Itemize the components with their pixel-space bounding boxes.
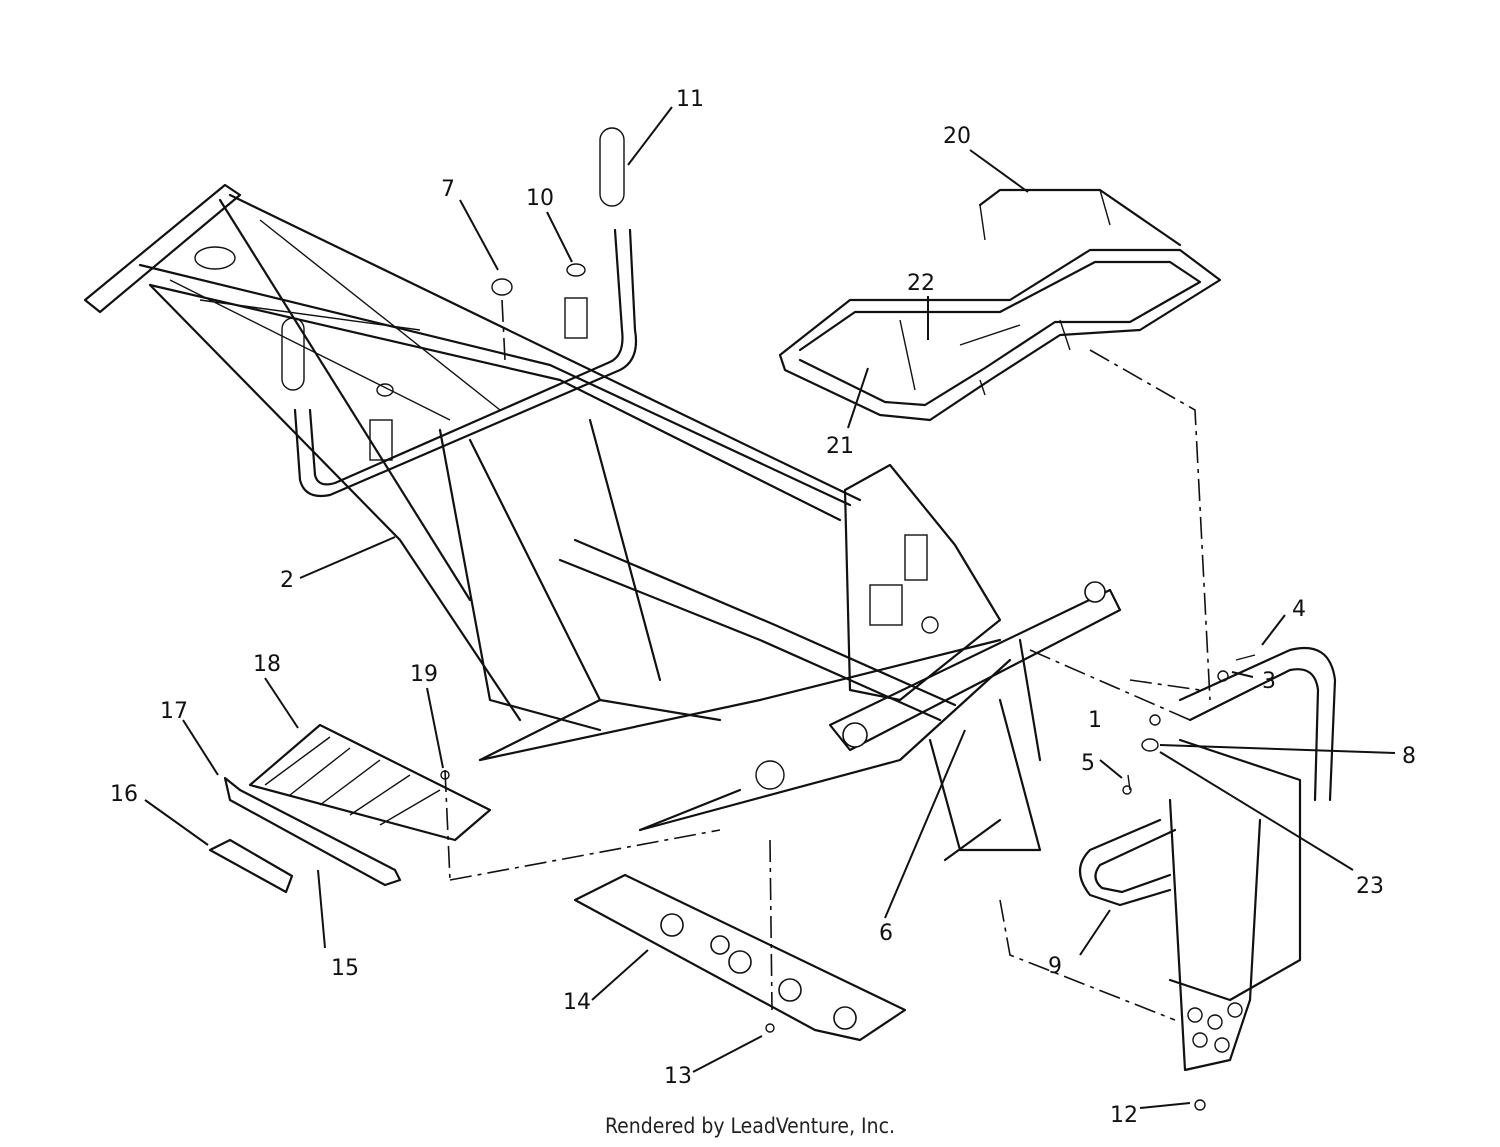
leader-lines [144, 106, 1396, 1109]
callout-1: 1 [1088, 708, 1102, 733]
hardware [440, 654, 1256, 1111]
callout-9: 9 [1048, 954, 1062, 979]
main-frame [83, 183, 1122, 862]
callout-13: 13 [664, 1064, 692, 1089]
callout-5: 5 [1081, 751, 1095, 776]
callout-2: 2 [280, 568, 294, 593]
callout-23: 23 [1356, 874, 1384, 899]
callout-7: 7 [441, 177, 455, 202]
callout-15: 15 [331, 956, 359, 981]
callout-11: 11 [676, 87, 704, 112]
callout-14: 14 [563, 990, 591, 1015]
render-credit: Rendered by LeadVenture, Inc. [605, 1114, 895, 1138]
mounting-lines [999, 349, 1211, 1021]
callout-21: 21 [826, 434, 854, 459]
callout-17: 17 [160, 699, 188, 724]
callout-22: 22 [907, 271, 935, 296]
callout-10: 10 [526, 186, 554, 211]
callout-labels: 1 2 3 4 5 6 7 8 9 10 11 12 13 14 15 16 1… [110, 87, 1416, 1128]
callout-6: 6 [879, 921, 893, 946]
callout-3: 3 [1262, 669, 1276, 694]
callout-16: 16 [110, 782, 138, 807]
callout-19: 19 [410, 662, 438, 687]
callout-20: 20 [943, 124, 971, 149]
footrest [208, 723, 721, 894]
grab-bar [281, 127, 638, 498]
callout-4: 4 [1292, 597, 1306, 622]
skid-plate [573, 839, 907, 1042]
rear-rack [778, 188, 1222, 422]
front-bumper [1078, 646, 1337, 1072]
callout-8: 8 [1402, 744, 1416, 769]
callout-18: 18 [253, 652, 281, 677]
callout-12: 12 [1110, 1103, 1138, 1128]
